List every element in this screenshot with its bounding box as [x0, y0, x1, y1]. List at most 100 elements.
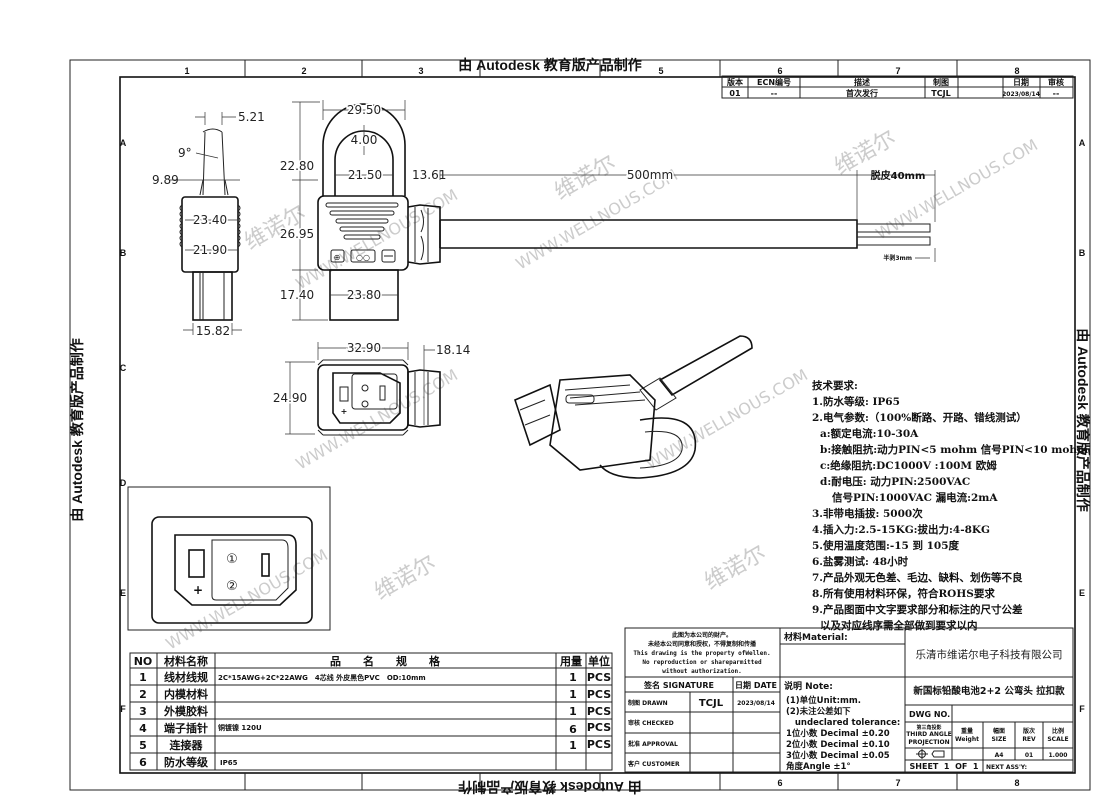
- svg-text:5: 5: [658, 66, 663, 76]
- edu-watermark-top: 由 Autodesk 教育版产品制作: [458, 57, 642, 73]
- svg-text:undeclared tolerance:: undeclared tolerance:: [786, 718, 900, 728]
- svg-text:用量: 用量: [560, 655, 582, 668]
- svg-text:7: 7: [895, 778, 900, 788]
- svg-text:○○: ○○: [356, 253, 370, 262]
- svg-text:幅面: 幅面: [993, 727, 1005, 735]
- svg-text:THIRD ANGLE: THIRD ANGLE: [906, 731, 952, 738]
- svg-text:without authorization.: without authorization.: [662, 668, 741, 675]
- svg-text:未经本公司同意和授权，不得复制和传播: 未经本公司同意和授权，不得复制和传播: [648, 640, 757, 648]
- drawn-date: 2023/08/14: [737, 700, 775, 707]
- svg-text:PCS: PCS: [587, 738, 611, 751]
- svg-text:说明 Note:: 说明 Note:: [784, 680, 833, 692]
- svg-text:审核 CHECKED: 审核 CHECKED: [628, 719, 674, 727]
- svg-text:SIZE: SIZE: [991, 736, 1006, 743]
- dim-overall-width: 29.50: [347, 103, 381, 117]
- svg-text:制图 DRAWN: 制图 DRAWN: [628, 699, 668, 707]
- svg-text:版次: 版次: [1022, 727, 1035, 735]
- svg-text:F: F: [120, 704, 126, 714]
- svg-text:批准 APPROVAL: 批准 APPROVAL: [628, 740, 678, 748]
- svg-text:IP65: IP65: [220, 759, 238, 767]
- svg-text:端子插针: 端子插针: [164, 721, 208, 735]
- drawn-by: TCJL: [699, 698, 724, 709]
- svg-text:--: --: [1053, 89, 1060, 98]
- zone-markers: 1 2 3 5 6 7 8 6 7 8 A B C D E F A B E F: [120, 60, 1086, 790]
- svg-text:首次发行: 首次发行: [846, 88, 878, 98]
- svg-text:6.盐雾测试: 48小时: 6.盐雾测试: 48小时: [812, 555, 909, 568]
- svg-text:TCJL: TCJL: [931, 89, 950, 98]
- svg-text:NEXT ASS'Y:: NEXT ASS'Y:: [986, 764, 1027, 771]
- svg-text:PCS: PCS: [587, 721, 611, 734]
- dim-bottom-gland: 18.14: [436, 343, 470, 357]
- svg-text:D: D: [120, 478, 127, 488]
- svg-text:9.产品图面中文字要求部分和标注的尺寸公差: 9.产品图面中文字要求部分和标注的尺寸公差: [812, 603, 1023, 616]
- svg-text:PROJECTION: PROJECTION: [908, 739, 949, 746]
- third-angle-projection-icon: [916, 749, 945, 759]
- detail-plus: +: [193, 583, 203, 597]
- pin-1-label: ①: [226, 552, 238, 567]
- svg-text:2C*15AWG+2C*22AWG 4芯线 外皮黑色PVC: 2C*15AWG+2C*22AWG 4芯线 外皮黑色PVC OD:10mm: [218, 673, 426, 682]
- svg-text:d:耐电压: 动力PIN:2500VAC: d:耐电压: 动力PIN:2500VAC: [820, 475, 970, 488]
- svg-text:版本: 版本: [726, 77, 743, 87]
- company-name: 乐清市维诺尔电子科技有限公司: [916, 648, 1063, 661]
- svg-text:NO: NO: [134, 655, 153, 668]
- svg-text:2位小数 Decimal ±0.10: 2位小数 Decimal ±0.10: [786, 739, 890, 750]
- svg-text:以及对应线序需全部做到要求以内: 以及对应线序需全部做到要求以内: [820, 619, 978, 632]
- svg-text:签名 SIGNATURE: 签名 SIGNATURE: [643, 680, 714, 690]
- svg-text:7.产品外观无色差、毛边、缺料、划伤等不良: 7.产品外观无色差、毛边、缺料、划伤等不良: [812, 571, 1023, 584]
- svg-text:2023/08/14: 2023/08/14: [1002, 91, 1040, 98]
- dim-tip-width: 5.21: [238, 110, 265, 124]
- dim-handle-thickness: 4.00: [351, 133, 378, 147]
- svg-text:b:接触阻抗:动力PIN<5 mohm 信号PIN<10 m: b:接触阻抗:动力PIN<5 mohm 信号PIN<10 mohm: [820, 443, 1088, 456]
- svg-text:客户 CUSTOMER: 客户 CUSTOMER: [627, 760, 680, 768]
- svg-text:8.所有使用材料环保，符合ROHS要求: 8.所有使用材料环保，符合ROHS要求: [812, 587, 995, 600]
- svg-text:01: 01: [729, 89, 741, 98]
- brand-watermark-cn: 维诺尔: [551, 151, 621, 206]
- svg-text:1: 1: [569, 688, 577, 701]
- svg-text:单位: 单位: [588, 654, 610, 668]
- bom-row: 6 防水等级 IP65: [139, 755, 237, 769]
- svg-text:材料Material:: 材料Material:: [783, 631, 848, 643]
- svg-text:连接器: 连接器: [170, 738, 204, 752]
- outer-frame: [69, 59, 1091, 791]
- inner-frame: [119, 76, 1076, 774]
- svg-text:4.插入力:2.5-15KG:拔出力:4-8KG: 4.插入力:2.5-15KG:拔出力:4-8KG: [812, 523, 990, 536]
- svg-text:内模材料: 内模材料: [164, 687, 208, 701]
- dim-bottom-width: 32.90: [347, 341, 381, 355]
- tech-requirements: 技术要求: 1.防水等级: IP65 2.电气参数:（100%断路、开路、错线测…: [812, 379, 1088, 632]
- svg-text:外模胶料: 外模胶料: [163, 704, 208, 718]
- svg-text:3.非带电插拔: 5000次: 3.非带电插拔: 5000次: [812, 507, 923, 520]
- svg-text:PCS: PCS: [587, 671, 611, 684]
- svg-text:3: 3: [418, 66, 423, 76]
- pin-2-label: ②: [226, 579, 238, 594]
- svg-text:1: 1: [569, 739, 577, 752]
- edu-watermark-left: 由 Autodesk 教育版产品制作: [69, 338, 85, 522]
- svg-text:PCS: PCS: [587, 705, 611, 718]
- dim-cable-length: 500mm: [627, 168, 673, 182]
- svg-text:制图: 制图: [933, 77, 949, 87]
- svg-text:(1)单位Unit:mm.: (1)单位Unit:mm.: [786, 695, 861, 706]
- svg-text:1: 1: [569, 671, 577, 684]
- svg-text:A: A: [120, 138, 127, 148]
- svg-text:材料名称: 材料名称: [164, 654, 208, 668]
- svg-text:5: 5: [139, 739, 147, 752]
- dim-handle-height: 22.80: [280, 159, 314, 173]
- bom-row: 1 线材线规 2C*15AWG+2C*22AWG 4芯线 外皮黑色PVC OD:…: [139, 670, 611, 684]
- svg-text:PCS: PCS: [587, 688, 611, 701]
- edu-watermark-bottom: 由 Autodesk 教育版产品制作: [458, 779, 642, 795]
- bottom-view: + 32.90 18.14 24.90: [271, 340, 470, 436]
- svg-text:8: 8: [1014, 66, 1019, 76]
- dim-body-height: 26.95: [280, 227, 314, 241]
- isometric-view: [514, 335, 753, 479]
- svg-text:2.电气参数:（100%断路、开路、错线测试）: 2.电气参数:（100%断路、开路、错线测试）: [812, 411, 1027, 424]
- svg-text:线材线规: 线材线规: [164, 670, 208, 684]
- bom-row: 2 内模材料 1 PCS: [139, 687, 611, 701]
- svg-text:技术要求:: 技术要求:: [812, 379, 858, 392]
- svg-text:6: 6: [139, 756, 147, 769]
- svg-text:F: F: [1079, 704, 1085, 714]
- bom-row: 4 端子插针 铜镀镍 120U 6 PCS: [139, 721, 611, 736]
- svg-text:+: +: [341, 407, 348, 416]
- scale: 1.000: [1049, 752, 1068, 759]
- svg-text:2: 2: [139, 688, 147, 701]
- svg-text:A: A: [1079, 138, 1086, 148]
